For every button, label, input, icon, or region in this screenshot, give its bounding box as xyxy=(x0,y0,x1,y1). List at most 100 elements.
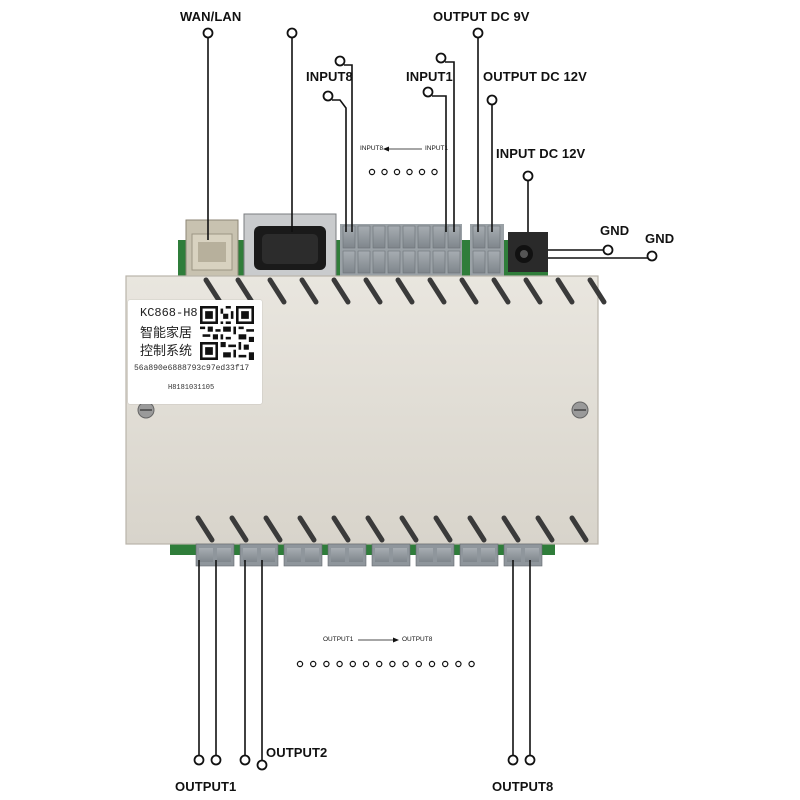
output-dot-4 xyxy=(336,660,343,668)
vent-slot-top-10 xyxy=(491,277,511,305)
output-dot-9 xyxy=(402,660,409,668)
vent-slot-bottom-4 xyxy=(297,515,317,543)
vent-slot-top-4 xyxy=(299,277,319,305)
vent-slot-top-5 xyxy=(331,277,351,305)
input-dot-2 xyxy=(381,168,388,176)
ring-input8-b xyxy=(322,90,334,102)
label-gnd-1: GND xyxy=(600,223,630,238)
label-input8: INPUT8 xyxy=(306,69,353,84)
output-contact-b-1 xyxy=(217,548,231,562)
ring-serial xyxy=(286,27,298,39)
device-label-sticker: KC868-H8 智能家居 控制系统 56a890e6888793c97ed33… xyxy=(128,300,262,404)
vent-slot-bottom-7 xyxy=(399,515,419,543)
power-terminal-bottom-1 xyxy=(472,250,486,274)
input-terminal-bottom-1 xyxy=(342,250,356,274)
output-contact-a-1 xyxy=(199,548,213,562)
output-contact-b-5 xyxy=(393,548,407,562)
vent-slot-bottom-6 xyxy=(365,515,385,543)
ring-output2-b xyxy=(256,759,268,771)
input-terminal-bottom-2 xyxy=(357,250,371,274)
input-terminal-bottom-7 xyxy=(432,250,446,274)
arrow-label-output1: OUTPUT1 xyxy=(323,636,354,643)
ring-output-dc-9v xyxy=(472,27,484,39)
label-output-dc-9v: OUTPUT DC 9V xyxy=(433,9,530,24)
input-terminal-bottom-6 xyxy=(417,250,431,274)
screw-right xyxy=(571,401,589,419)
label-wan-lan: WAN/LAN xyxy=(180,9,242,24)
output-dot-13 xyxy=(455,660,462,668)
output-contact-b-3 xyxy=(305,548,319,562)
ethernet-port xyxy=(185,219,239,277)
ring-wan-lan xyxy=(202,27,214,39)
vent-slot-top-3 xyxy=(267,277,287,305)
input-terminal-top-5 xyxy=(402,225,416,249)
input-dot-row xyxy=(368,168,438,176)
vent-slot-bottom-2 xyxy=(229,515,249,543)
arrow-label-input8: INPUT8 xyxy=(360,145,384,152)
output-contact-b-8 xyxy=(525,548,539,562)
input-terminal-bottom-5 xyxy=(402,250,416,274)
label-output2: OUTPUT2 xyxy=(266,745,328,760)
arrow-label-output8: OUTPUT8 xyxy=(402,636,433,643)
input-dot-3 xyxy=(393,168,401,176)
vent-slot-bottom-12 xyxy=(569,515,589,543)
screw-left xyxy=(137,401,155,419)
output-contact-a-4 xyxy=(331,548,345,562)
vent-slots-bottom xyxy=(195,515,589,543)
input-dot-5 xyxy=(418,168,426,176)
vent-slot-top-8 xyxy=(427,277,447,305)
output-contact-a-6 xyxy=(419,548,433,562)
input-terminal-top-7 xyxy=(432,225,446,249)
output-contact-a-2 xyxy=(243,548,257,562)
output-dot-5 xyxy=(349,660,356,668)
output-contact-a-7 xyxy=(463,548,477,562)
ring-gnd-1 xyxy=(602,244,614,256)
output-dot-14 xyxy=(468,660,475,668)
output-contact-a-5 xyxy=(375,548,389,562)
leader-input8-b xyxy=(332,99,347,232)
ring-output8-b xyxy=(524,754,536,766)
input-terminal-bottom-3 xyxy=(372,250,386,274)
arrow-label-input1: INPUT1 xyxy=(425,145,449,152)
output-dot-row xyxy=(296,660,475,668)
vent-slot-top-1 xyxy=(203,277,223,305)
power-terminal-top-2 xyxy=(487,225,501,249)
input-terminal-bottom-4 xyxy=(387,250,401,274)
leader-lines xyxy=(193,27,658,771)
vent-slot-top-7 xyxy=(395,277,415,305)
output-dot-3 xyxy=(323,660,330,668)
product-name-line1: 智能家居 xyxy=(140,326,193,341)
vent-slot-top-2 xyxy=(235,277,255,305)
output-dot-7 xyxy=(376,660,383,668)
vent-slot-top-11 xyxy=(523,277,543,305)
vent-slot-bottom-1 xyxy=(195,515,215,543)
vent-slot-top-13 xyxy=(587,277,607,305)
ring-input-dc-12v xyxy=(522,170,534,182)
input-terminal-block xyxy=(340,224,462,276)
output-contact-b-7 xyxy=(481,548,495,562)
leader-input1-b xyxy=(432,95,447,232)
ring-output2-a xyxy=(239,754,251,766)
output-contact-b-4 xyxy=(349,548,363,562)
ring-output1-a xyxy=(193,754,205,766)
model-number: KC868-H8 xyxy=(140,306,198,320)
leader-input1-a xyxy=(445,61,455,232)
label-input-dc-12v: INPUT DC 12V xyxy=(496,146,586,161)
output-dot-10 xyxy=(415,660,422,668)
input-terminal-bottom-8 xyxy=(447,250,461,274)
serial-number: H8181031105 xyxy=(168,384,215,392)
input-terminal-top-3 xyxy=(372,225,386,249)
output-dot-2 xyxy=(310,660,317,668)
output-dot-12 xyxy=(442,660,449,668)
vent-slot-bottom-10 xyxy=(501,515,521,543)
ring-output1-b xyxy=(210,754,222,766)
product-name-line2: 控制系统 xyxy=(140,344,193,359)
label-output8: OUTPUT8 xyxy=(492,779,554,794)
device-hash: 56a890e6888793c97ed33f17 xyxy=(134,364,250,373)
output-arrow-head xyxy=(393,637,399,643)
vent-slot-bottom-5 xyxy=(331,515,351,543)
input-terminal-top-1 xyxy=(342,225,356,249)
power-output-terminal xyxy=(470,224,504,276)
dc-input-jack xyxy=(508,232,548,272)
